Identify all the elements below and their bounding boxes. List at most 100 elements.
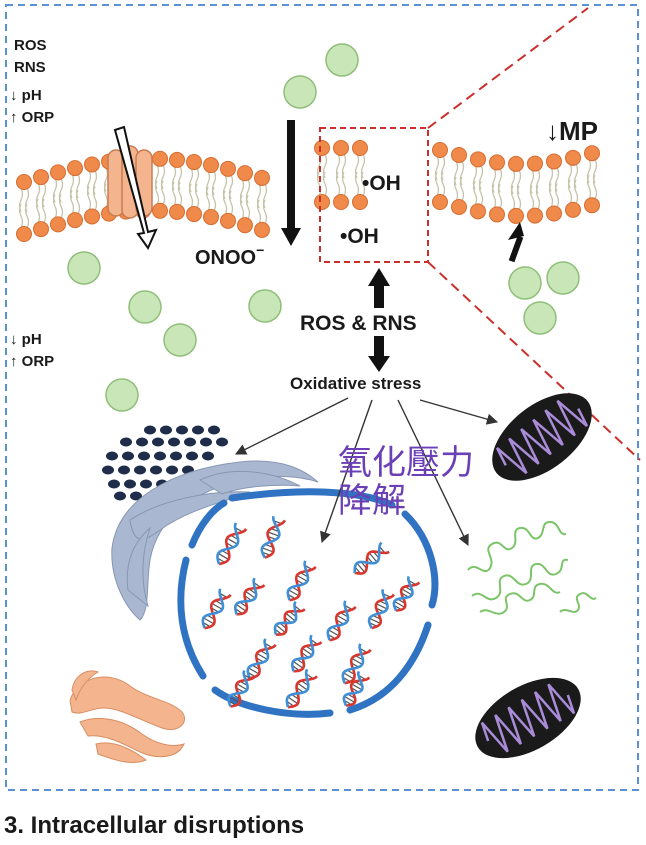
dna-strand-red: [293, 641, 323, 673]
lipid-tail: [188, 183, 194, 209]
lipid-head: [352, 194, 368, 210]
chromatin-dot: [108, 479, 120, 489]
lipid-tail: [18, 203, 24, 229]
lipid-head: [527, 155, 543, 172]
ros-particle: [508, 266, 542, 300]
mitochondrion-bottom-icon: [475, 677, 581, 759]
chromatin-dot: [170, 451, 182, 461]
lipid-tail: [316, 171, 322, 197]
lipid-head: [352, 140, 368, 156]
dna-strand-blue: [367, 589, 389, 629]
label-ph-mid: ↓ pH: [10, 331, 42, 348]
lipid-head: [84, 156, 100, 173]
dna-fragment: [341, 643, 372, 685]
ros-particles: [67, 43, 580, 412]
lipid-head: [16, 226, 32, 242]
dna-base-pair: [211, 602, 223, 610]
lipid-tail: [52, 194, 58, 219]
dna-strand-blue: [341, 643, 365, 684]
label-oh-1: •OH: [362, 172, 401, 195]
arrow-up-small-icon: [508, 222, 524, 263]
dna-strand-red: [371, 593, 395, 630]
lipid-head: [508, 155, 524, 172]
hollow-arrow-icon: [113, 125, 158, 251]
lipid-tail: [434, 171, 440, 197]
dna-fragment: [227, 670, 256, 708]
chromatin-dot: [124, 479, 136, 489]
label-ros-rns: ROS & RNS: [300, 312, 417, 335]
denatured-protein-icon: [467, 520, 597, 615]
dna-strand-blue: [227, 670, 249, 707]
lipid-tail: [92, 186, 98, 211]
lipid-head: [220, 212, 236, 229]
arrow-up-thick-icon: [368, 268, 390, 308]
dna-base-pair: [344, 695, 356, 703]
chromatin-dot: [140, 479, 152, 489]
lipid-head: [50, 164, 66, 181]
chromatin-dot: [184, 437, 196, 447]
dna-base-pair: [226, 537, 238, 545]
dna-fragment: [285, 668, 318, 709]
cell-membrane-zoom: [314, 140, 368, 210]
chromatin-dot: [192, 425, 204, 435]
lipid-tail: [567, 179, 573, 205]
lipid-head: [489, 206, 505, 223]
dna-base-pair: [351, 657, 363, 665]
lipid-head: [333, 140, 349, 156]
chromatin-dot: [114, 491, 126, 501]
dna-base-pair: [336, 614, 348, 622]
dna-base-pair: [261, 547, 274, 553]
ros-particle: [248, 289, 282, 323]
lipid-tail: [24, 203, 30, 229]
dna-strand-red: [395, 581, 421, 612]
chromatin-dot: [150, 465, 162, 475]
label-oxidative-stress: Oxidative stress: [290, 374, 421, 393]
label-mp: ↓MP: [546, 116, 598, 146]
ros-particle: [325, 43, 359, 77]
dna-strand-red: [230, 675, 256, 708]
chromatin-dot: [168, 437, 180, 447]
lipid-tail: [360, 171, 366, 197]
dna-strand-blue: [285, 668, 310, 708]
label-rns: RNS: [14, 59, 46, 76]
lipid-tail: [497, 184, 503, 209]
chromatin-dot: [154, 451, 166, 461]
lipid-tail: [548, 183, 554, 208]
dna-strand-blue: [233, 577, 258, 615]
lipid-head: [254, 169, 270, 186]
label-ros: ROS: [14, 37, 47, 54]
dna-base-pair: [328, 629, 340, 637]
chromatin-dot: [118, 465, 130, 475]
dna-strand-red: [354, 550, 390, 575]
dna-strand-red: [329, 605, 357, 642]
label-orp-mid: ↑ ORP: [10, 353, 54, 370]
arrow-to-mitochondrion: [419, 399, 499, 425]
dna-fragment: [290, 634, 323, 673]
dna-strand-red: [218, 528, 248, 566]
dna-fragments: [201, 515, 421, 709]
lipid-head: [546, 153, 562, 170]
lipid-tail: [573, 179, 579, 205]
chromatin-dot: [136, 437, 148, 447]
lipid-tail: [35, 198, 41, 224]
chromatin-dot: [130, 491, 142, 501]
lipid-head: [33, 221, 49, 238]
chromatin-dot: [208, 425, 220, 435]
lipid-head: [451, 146, 467, 163]
dna-base-pair: [296, 574, 308, 582]
dna-fragment: [201, 588, 232, 630]
lipid-head: [508, 207, 524, 224]
dna-base-pair: [236, 683, 248, 691]
chromatin-dot: [152, 437, 164, 447]
lipid-head: [527, 207, 543, 224]
dna-strand-blue: [286, 560, 310, 601]
dna-strand-blue: [246, 638, 270, 679]
arrow-to-protein: [397, 399, 469, 547]
zoom-box: [319, 127, 429, 263]
chromatin-dot: [200, 437, 212, 447]
lipid-tail: [194, 183, 200, 209]
dna-strand-red: [289, 565, 317, 602]
dna-fragment: [342, 670, 371, 707]
lipid-head: [67, 212, 83, 229]
